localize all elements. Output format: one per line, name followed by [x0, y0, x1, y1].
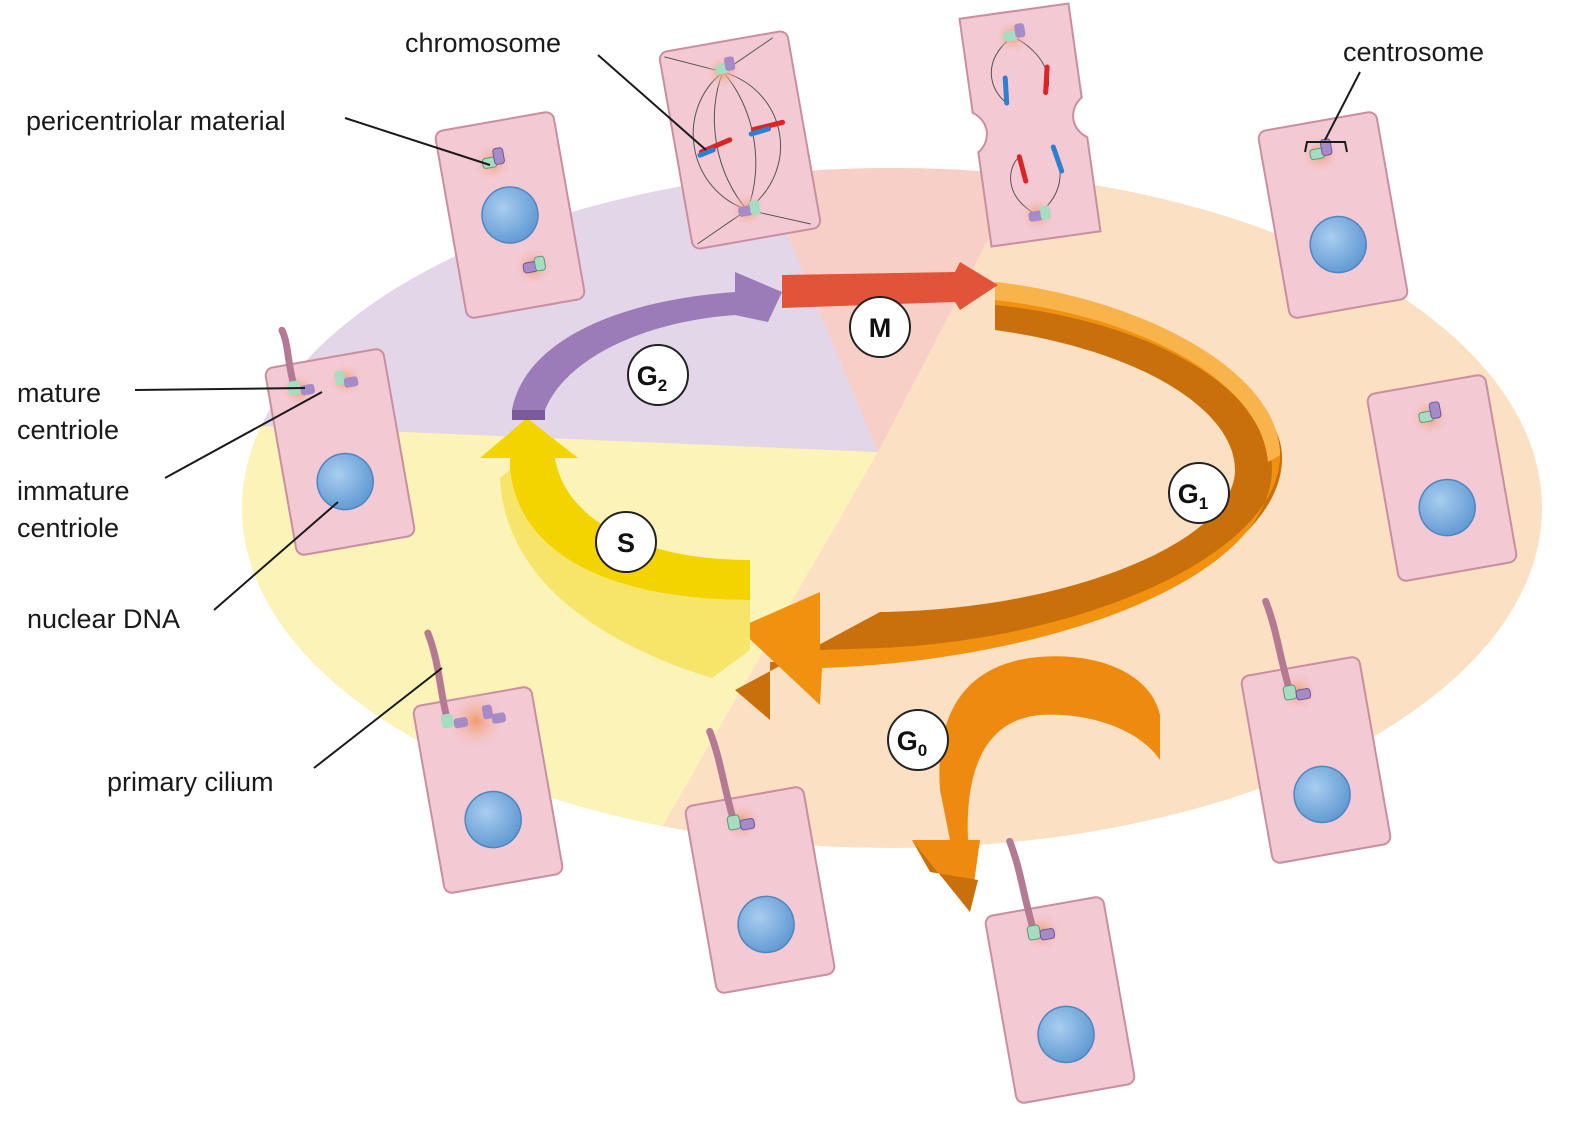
primary-cilium-leader — [313, 667, 443, 769]
g0-arrow-shadow — [912, 840, 978, 912]
immature-centriole-leader — [164, 391, 323, 479]
cells — [264, 2, 1519, 1104]
chromosome-leader — [597, 54, 707, 151]
cycle-arrows — [480, 262, 1283, 912]
label-nuclear-dna: nuclear DNA — [27, 604, 180, 634]
s-arrow — [480, 418, 750, 600]
svg-text:S: S — [617, 528, 635, 558]
cell-g2 — [434, 111, 586, 319]
s-arrow-shadow — [500, 470, 750, 678]
phase-m-badge: M — [849, 296, 911, 358]
label-immature-centriole-2: centriole — [17, 513, 119, 543]
chromosomes — [697, 119, 786, 158]
label-pericentriolar-material: pericentriolar material — [26, 106, 286, 136]
pericentriolar-leader — [344, 117, 491, 166]
phase-g2-sub: 2 — [658, 376, 667, 395]
label-mature-centriole-1: mature — [17, 378, 101, 408]
phase-g2-badge: G2 — [627, 344, 689, 406]
label-primary-cilium: primary cilium — [107, 767, 274, 797]
g2-arrow-shadow — [512, 410, 545, 420]
g1-arrow-highlight — [995, 282, 1280, 462]
phase-g0-sub: 0 — [918, 741, 927, 760]
label-immature-centriole-1: immature — [17, 476, 130, 506]
cell-g0 — [972, 827, 1135, 1104]
mature-centriole-leader — [134, 387, 306, 391]
cell-left-labeled — [264, 326, 416, 556]
phase-g1-badge: G1 — [1168, 462, 1230, 524]
nuclear-dna-leader — [213, 501, 339, 611]
labels: chromosome centrosome pericentriolar mat… — [17, 28, 1484, 797]
label-mature-centriole-2: centriole — [17, 415, 119, 445]
g0-arrow — [912, 656, 1160, 912]
m-arrow — [782, 262, 998, 310]
svg-text:G0: G0 — [897, 726, 927, 760]
svg-text:G2: G2 — [637, 361, 667, 395]
phase-g2-letter: G — [637, 361, 658, 391]
g1-arrow — [738, 282, 1280, 705]
phase-g1-letter: G — [1178, 479, 1199, 509]
cell-m-dividing — [958, 2, 1102, 248]
leader-lines — [134, 54, 1361, 769]
phase-s-letter: S — [617, 528, 635, 558]
phase-s-badge: S — [595, 511, 657, 573]
svg-text:M: M — [869, 313, 892, 343]
label-chromosome: chromosome — [405, 28, 561, 58]
svg-text:G1: G1 — [1178, 479, 1208, 513]
phase-g0-letter: G — [897, 726, 918, 756]
cell-m-spindle — [658, 30, 822, 250]
phase-m-letter: M — [869, 313, 892, 343]
phase-g1-sub: 1 — [1199, 494, 1208, 513]
centrosome-bracket — [1304, 141, 1348, 153]
g2-arrow — [512, 272, 782, 410]
cell-s — [412, 629, 564, 894]
label-centrosome: centrosome — [1343, 37, 1484, 67]
phase-g0-badge: G0 — [887, 709, 949, 771]
centrosome-leader — [1324, 71, 1361, 141]
